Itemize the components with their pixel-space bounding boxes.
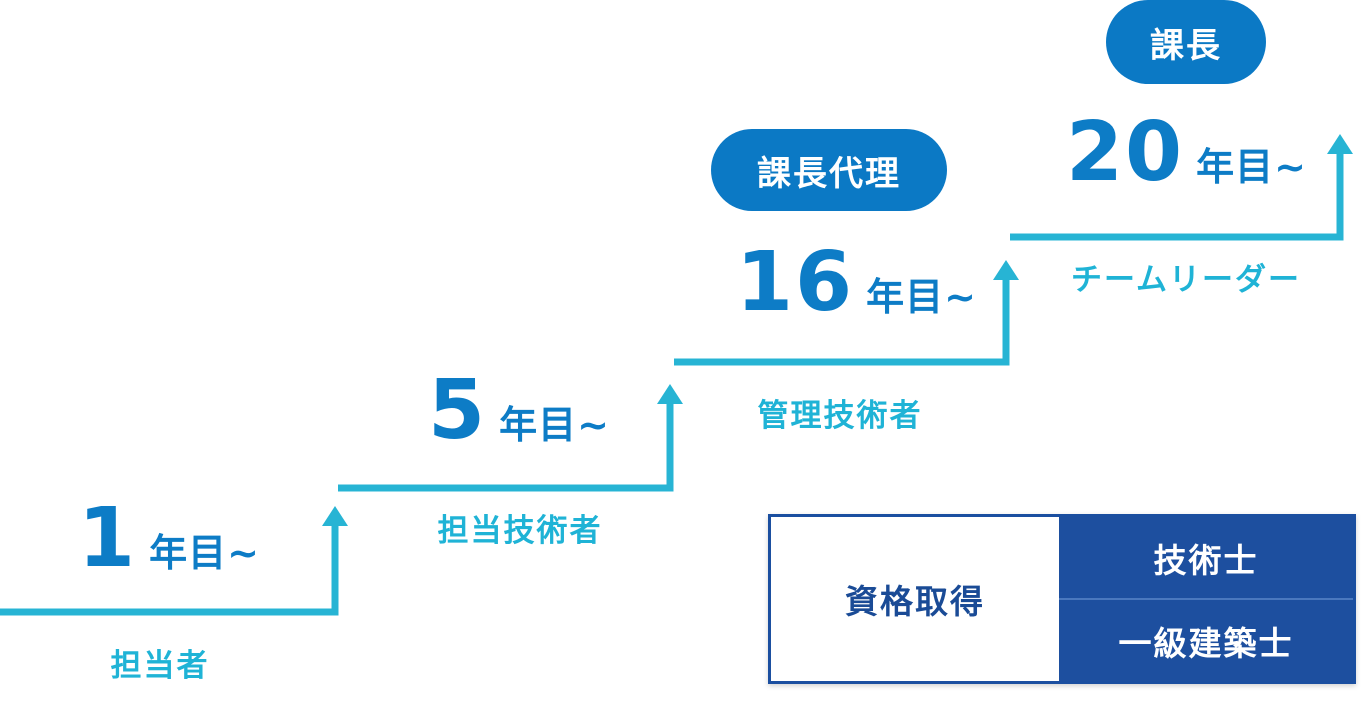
qualification-item: 技術士 (1059, 517, 1353, 598)
role-label-3: 管理技術者 (757, 398, 923, 434)
year-unit: 年目~ (149, 531, 260, 575)
year-label-2: 5 年目~ (428, 370, 610, 452)
year-unit: 年目~ (866, 275, 977, 319)
qualification-title: 資格取得 (845, 582, 985, 621)
year-unit: 年目~ (499, 403, 610, 447)
year-number: 5 (428, 363, 488, 458)
role-label-1: 担当者 (110, 648, 210, 684)
year-unit: 年目~ (1196, 145, 1307, 189)
position-badge-1: 課長代理 (711, 129, 947, 211)
qualification-box: 資格取得 技術士 一級建築士 (768, 514, 1356, 684)
year-number: 16 (736, 235, 855, 330)
arrow-up-icon-1 (322, 506, 348, 526)
position-badge-2: 課長 (1106, 0, 1266, 84)
stair-step-2 (338, 398, 674, 492)
qualification-item: 一級建築士 (1059, 598, 1353, 681)
qualification-list: 技術士 一級建築士 (1059, 517, 1353, 681)
year-label-4: 20 年目~ (1066, 112, 1307, 194)
arrow-up-icon-2 (657, 384, 683, 404)
year-label-1: 1 年目~ (78, 498, 260, 580)
arrow-up-icon-3 (993, 260, 1019, 280)
arrow-up-icon-4 (1327, 134, 1353, 154)
year-number: 20 (1066, 105, 1185, 200)
stair-step-4 (1010, 152, 1344, 241)
year-number: 1 (78, 491, 138, 586)
stair-step-1 (0, 522, 339, 616)
role-label-4: チームリーダー (1070, 262, 1302, 298)
stair-step-3 (674, 278, 1010, 366)
year-label-3: 16 年目~ (736, 242, 977, 324)
role-label-2: 担当技術者 (437, 513, 603, 549)
